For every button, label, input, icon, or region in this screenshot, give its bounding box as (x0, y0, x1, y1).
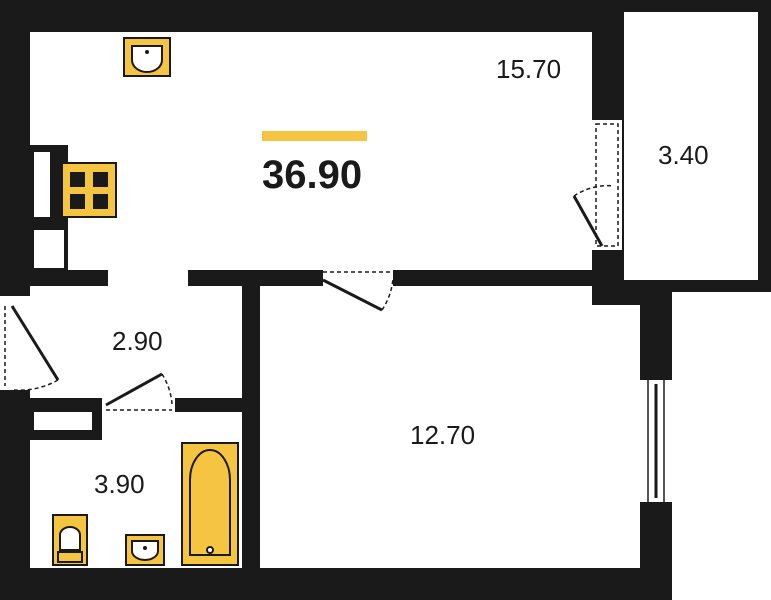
kitchen-niche-inner-bottom (34, 230, 64, 268)
wall-hall-bath-right (175, 398, 245, 412)
interior-walls (30, 145, 623, 600)
wall-bottom (0, 568, 672, 600)
wall-bedroom-right-b (640, 502, 672, 600)
kitchen-sink-drain (145, 50, 149, 54)
room-hallway-area: 2.90 (112, 326, 163, 356)
balcony-door-swing (573, 184, 615, 197)
wall-left-lower (0, 390, 30, 600)
entrance-door-leaf (10, 305, 60, 381)
bedroom-door-leaf (322, 278, 383, 312)
stove-burner-3 (70, 194, 85, 209)
wall-top (0, 0, 612, 32)
loggia-floor (624, 12, 758, 280)
openings (0, 120, 672, 502)
kitchen-niche-inner-top (34, 152, 50, 217)
entrance-door-swing (13, 379, 59, 391)
bedroom-door-swing (381, 277, 394, 311)
toilet-tank (57, 551, 83, 563)
toilet-bowl (59, 526, 81, 551)
total-area: 36.90 (262, 153, 362, 197)
wall-bedroom-left (242, 270, 260, 600)
bath-sink-drain (143, 546, 147, 550)
loggia-bottom (612, 280, 771, 292)
room-bedroom-area: 12.70 (410, 420, 475, 450)
stove-burner-1 (70, 172, 85, 187)
bath-niche-inner (34, 412, 92, 430)
wall-bedroom-right-a (640, 280, 672, 380)
stove-burner-4 (93, 194, 108, 209)
bathtub-basin (189, 449, 231, 556)
stove-burner-2 (93, 172, 108, 187)
balcony-door-frame (595, 123, 619, 247)
bath-door-leaf (105, 372, 163, 407)
room-living-area: 15.70 (496, 54, 561, 84)
kitchen-sink-bowl (131, 45, 163, 73)
room-loggia-area: 3.40 (658, 140, 709, 170)
wall-living-bedroom-right (393, 270, 623, 286)
room-bathroom-area: 3.90 (94, 469, 145, 499)
bath-door-swing (161, 373, 173, 405)
bedroom-door-gap (323, 270, 393, 286)
wall-left-upper (0, 0, 30, 296)
total-area-accent-bar (262, 131, 367, 141)
loggia-top (612, 0, 771, 12)
bathtub-drain (206, 546, 214, 554)
fixtures (52, 37, 239, 566)
bath-door-gap (102, 398, 175, 412)
loggia-right (758, 0, 771, 292)
bath-sink-bowl (131, 540, 159, 561)
balcony-door-leaf (572, 195, 604, 247)
